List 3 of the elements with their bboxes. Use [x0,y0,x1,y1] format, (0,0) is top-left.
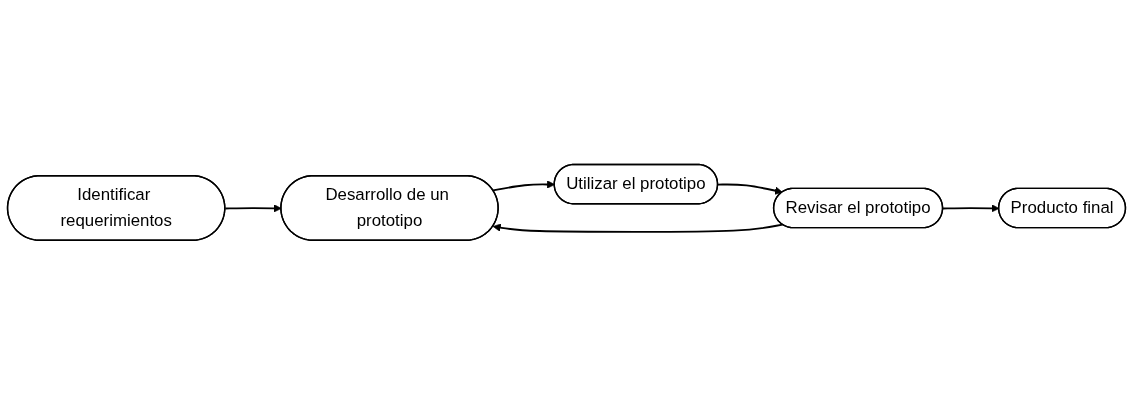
arrow [224,204,282,213]
arrow [717,183,783,195]
arrow [492,223,784,233]
